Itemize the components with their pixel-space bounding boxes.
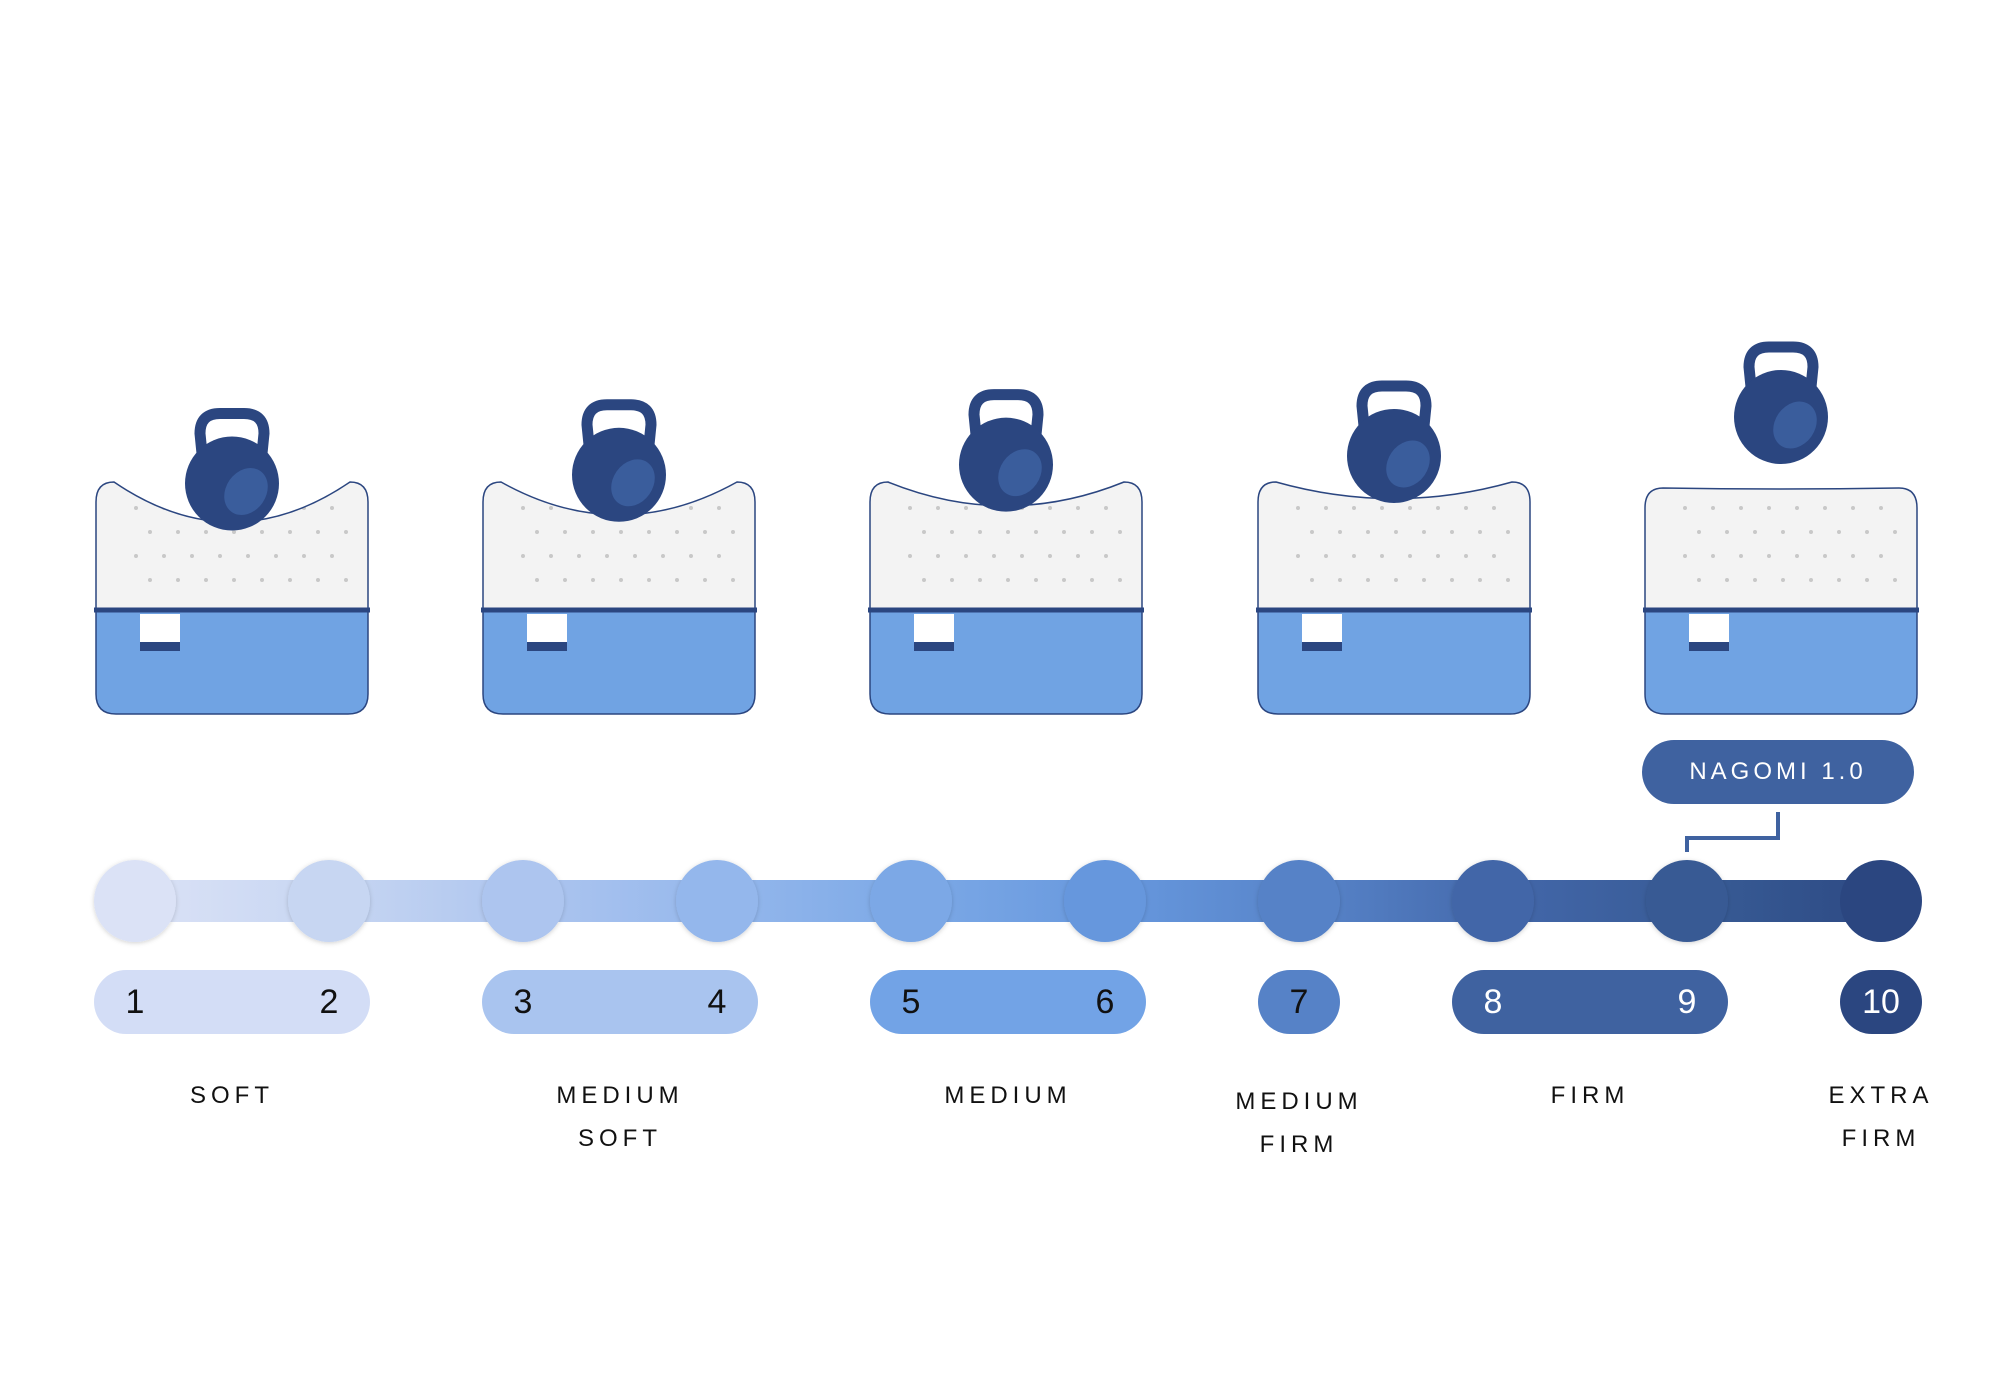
- category-label-line: EXTRA: [1828, 1082, 1934, 1109]
- level-number: 4: [707, 983, 727, 1021]
- kettlebell-icon: [1734, 341, 1828, 464]
- firmness-scale-points: [94, 860, 1922, 942]
- scale-point-2: [288, 860, 370, 942]
- kettlebell-icon: [185, 408, 279, 531]
- pillow-4: [1256, 380, 1532, 715]
- category-label-line: MEDIUM: [944, 1082, 1072, 1109]
- firmness-track: [135, 880, 1881, 922]
- level-number: 7: [1289, 983, 1309, 1021]
- category-label-line: SOFT: [190, 1082, 274, 1109]
- level-pill-group-6: 10: [1840, 970, 1922, 1034]
- category-label: SOFT: [102, 1074, 362, 1117]
- pillow-2: [481, 399, 757, 715]
- scale-point-4: [676, 860, 758, 942]
- scale-point-6: [1064, 860, 1146, 942]
- pillow-3: [868, 389, 1144, 715]
- category-label-line: FIRM: [1841, 1125, 1921, 1152]
- category-label: EXTRA FIRM: [1751, 1074, 2000, 1160]
- scale-point-9: [1646, 860, 1728, 942]
- category-label: FIRM: [1460, 1074, 1720, 1117]
- level-number: 5: [901, 983, 921, 1021]
- level-number: 3: [513, 983, 533, 1021]
- kettlebell-icon: [1347, 380, 1441, 503]
- level-number: 8: [1483, 983, 1503, 1021]
- kettlebell-icon: [959, 389, 1053, 512]
- scale-point-8: [1452, 860, 1534, 942]
- scale-point-3: [482, 860, 564, 942]
- kettlebell-icon: [572, 399, 666, 522]
- category-label-line: FIRM: [1550, 1082, 1630, 1109]
- scale-point-5: [870, 860, 952, 942]
- category-label: MEDIUM: [878, 1074, 1138, 1117]
- level-pill-group-4: 7: [1258, 970, 1340, 1034]
- level-number: 10: [1862, 983, 1900, 1021]
- category-label: MEDIUM FIRM: [1169, 1080, 1429, 1166]
- badge-connector: [1685, 812, 1780, 852]
- product-badge: NAGOMI 1.0: [1642, 740, 1914, 804]
- level-number: 6: [1095, 983, 1115, 1021]
- level-number: 1: [125, 983, 145, 1021]
- category-label-line: MEDIUM: [1235, 1088, 1363, 1115]
- pillow-5: [1643, 341, 1919, 715]
- scale-point-7: [1258, 860, 1340, 942]
- category-label-line: FIRM: [1259, 1131, 1339, 1158]
- scale-point-10: [1840, 860, 1922, 942]
- category-label-line: SOFT: [578, 1125, 662, 1152]
- level-number: 2: [319, 983, 339, 1021]
- category-label: MEDIUM SOFT: [490, 1074, 750, 1160]
- pillow-1: [94, 408, 370, 715]
- category-label-line: MEDIUM: [556, 1082, 684, 1109]
- pillow-illustrations: [94, 341, 1919, 715]
- level-number: 9: [1677, 983, 1697, 1021]
- scale-point-1: [94, 860, 176, 942]
